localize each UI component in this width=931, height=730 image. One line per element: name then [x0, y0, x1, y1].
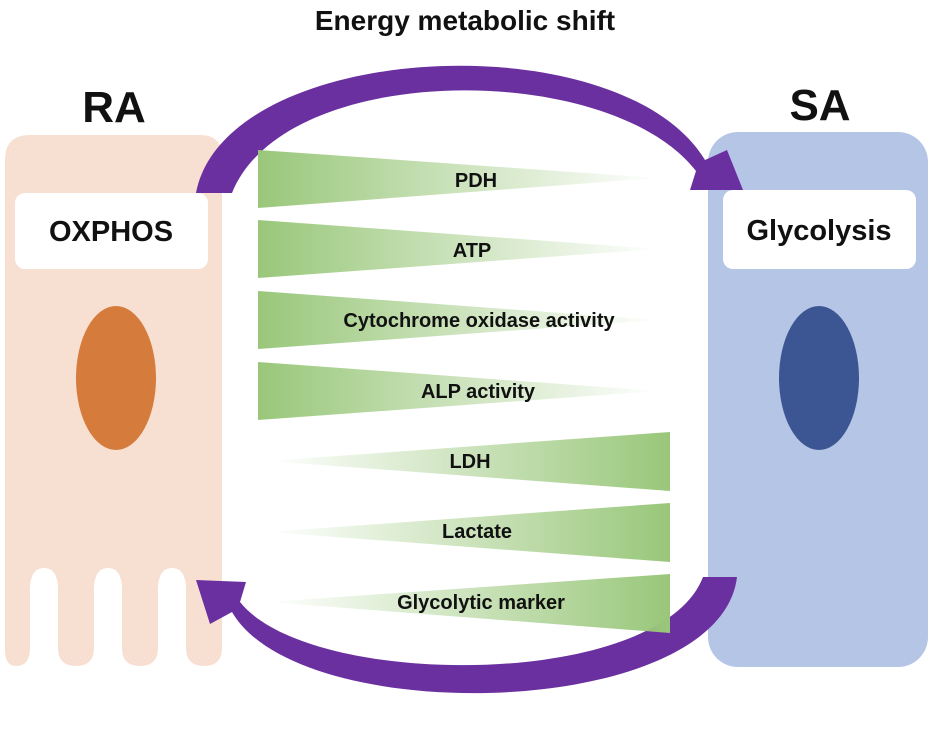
- bottom-arrow-body: [196, 577, 737, 694]
- cytochrome-oxidase-label: Cytochrome oxidase activity: [343, 310, 615, 332]
- sa-label: SA: [789, 81, 850, 130]
- top-curved-arrow: [196, 65, 743, 193]
- glycolysis-box: [723, 190, 916, 269]
- pdh-label: PDH: [455, 170, 497, 192]
- wedge-ldh: LDH: [268, 432, 670, 491]
- lactate-wedge-shape: [268, 503, 670, 562]
- oxphos-box: [15, 193, 208, 269]
- wedge-lactate: Lactate: [268, 503, 670, 562]
- lactate-label: Lactate: [442, 521, 512, 543]
- wedge-pdh: PDH: [258, 150, 658, 208]
- glycolytic-marker-wedge-shape: [268, 574, 670, 633]
- sa-cell: Glycolysis SA: [708, 81, 928, 667]
- diagram-title: Energy metabolic shift: [315, 5, 615, 36]
- ra-label: RA: [82, 83, 146, 132]
- oxphos-label: OXPHOS: [49, 216, 173, 248]
- wedge-alp: ALP activity: [258, 362, 658, 420]
- sa-nucleus: [779, 306, 859, 450]
- ra-cell: OXPHOS RA: [5, 83, 222, 666]
- wedge-glycolytic-marker: Glycolytic marker: [268, 574, 670, 633]
- atp-wedge-shape: [258, 220, 658, 278]
- glycolytic-marker-label: Glycolytic marker: [397, 592, 565, 614]
- ra-nucleus: [76, 306, 156, 450]
- atp-label: ATP: [453, 240, 492, 262]
- glycolysis-label: Glycolysis: [746, 215, 891, 247]
- alp-activity-label: ALP activity: [421, 381, 536, 403]
- pdh-wedge-shape: [258, 150, 658, 208]
- wedge-cytochrome-oxidase: Cytochrome oxidase activity: [258, 291, 658, 349]
- ldh-label: LDH: [449, 451, 490, 473]
- wedge-atp: ATP: [258, 220, 658, 278]
- bottom-curved-arrow: [196, 577, 737, 694]
- ldh-wedge-shape: [268, 432, 670, 491]
- alp-wedge-shape: [258, 362, 658, 420]
- cytochrome-wedge-shape: [258, 291, 658, 349]
- top-arrow-body: [196, 65, 743, 193]
